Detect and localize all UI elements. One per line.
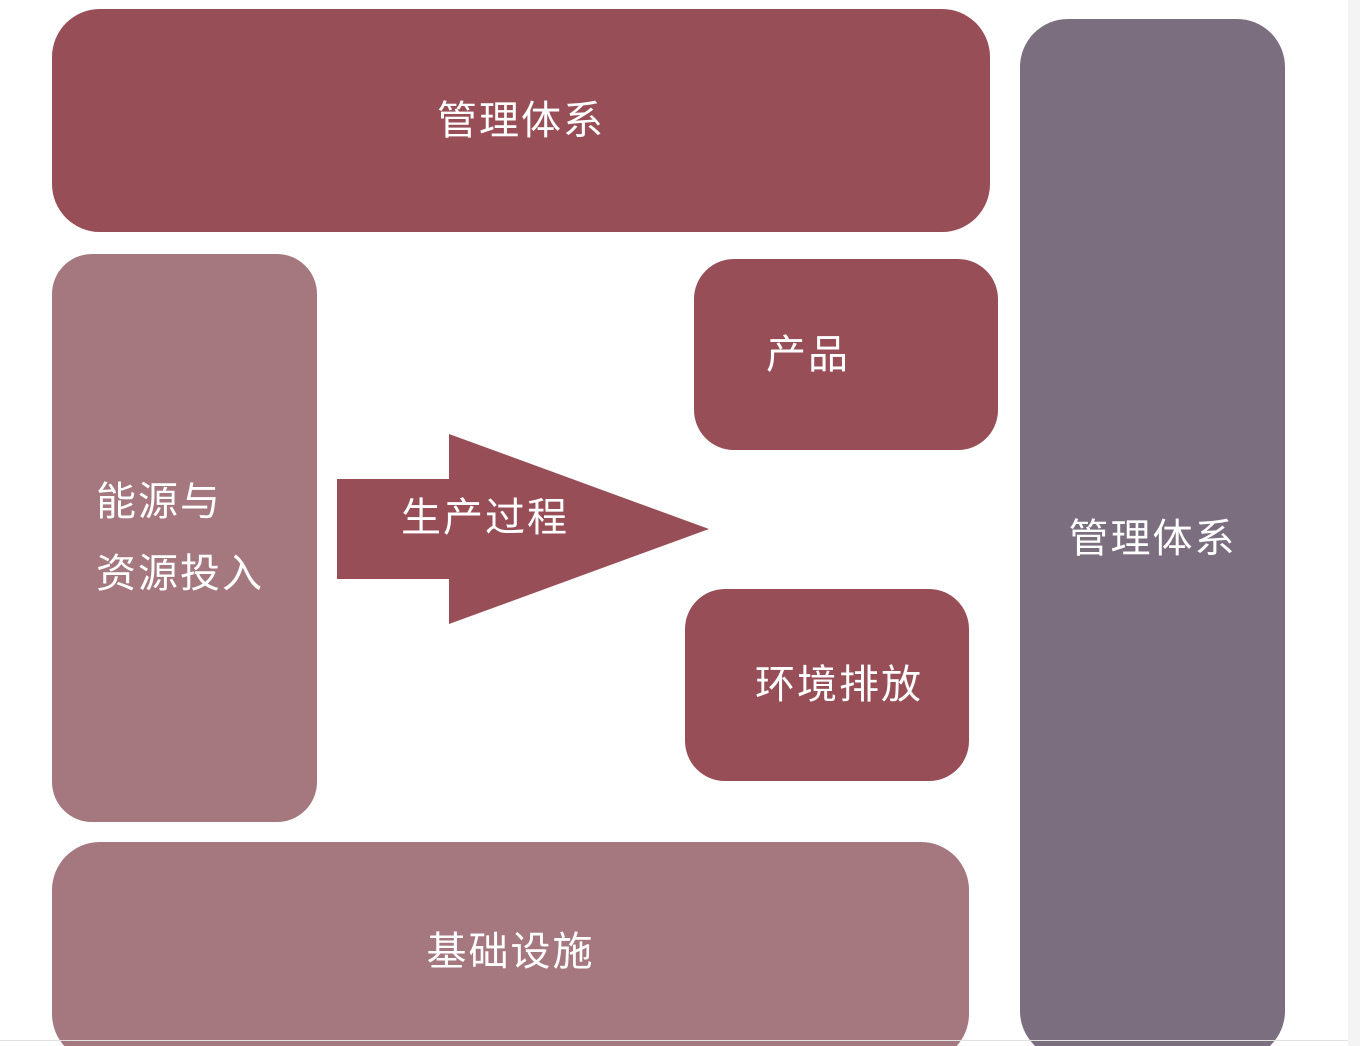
arrow-shape xyxy=(337,434,709,624)
management-system-right-box: 管理体系 xyxy=(1020,19,1285,1046)
infrastructure-box: 基础设施 xyxy=(52,842,969,1046)
environmental-emission-box: 环境排放 xyxy=(685,589,969,781)
product-label: 产品 xyxy=(766,331,850,378)
energy-resource-input-box: 能源与 资源投入 xyxy=(52,254,317,822)
production-process-arrow: 生产过程 xyxy=(337,434,709,624)
management-system-top-label: 管理体系 xyxy=(437,97,605,144)
bottom-divider xyxy=(0,1040,1348,1041)
product-box: 产品 xyxy=(694,259,998,450)
right-edge-strip xyxy=(1348,0,1360,1046)
environmental-emission-label: 环境排放 xyxy=(755,662,923,708)
management-system-top-box: 管理体系 xyxy=(52,9,990,232)
infrastructure-label: 基础设施 xyxy=(426,929,595,975)
production-process-label: 生产过程 xyxy=(401,495,569,541)
management-system-right-label: 管理体系 xyxy=(1068,516,1237,562)
energy-resource-input-label: 能源与 资源投入 xyxy=(96,479,264,597)
